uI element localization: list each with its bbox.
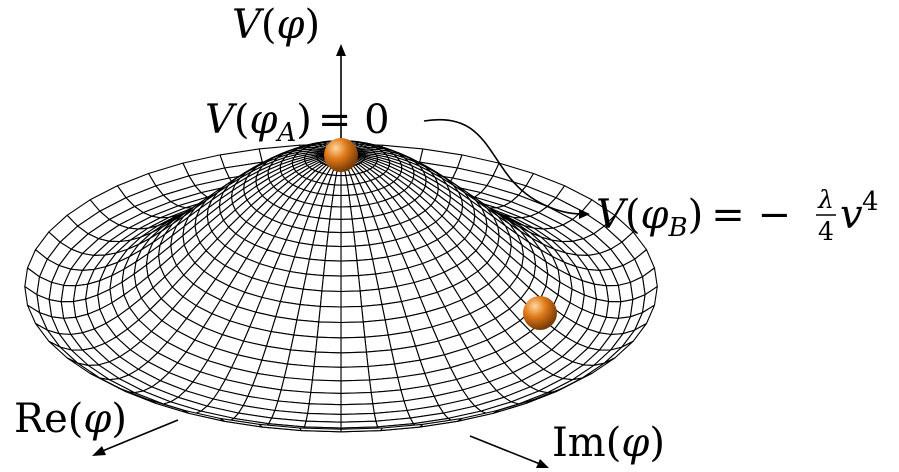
connector-arrowhead — [579, 209, 590, 219]
mesh-cell — [311, 365, 342, 382]
mesh-cell — [313, 351, 342, 368]
mesh-cell — [340, 336, 367, 354]
fraction-numerator: λ — [817, 185, 834, 214]
mesh-cell — [340, 379, 372, 394]
ball-top — [324, 138, 358, 172]
mesh-cell — [332, 184, 342, 197]
potential-surface-mesh — [24, 140, 658, 433]
v-axis-label: V(φ) — [232, 2, 320, 48]
mesh-cell — [340, 391, 374, 406]
mesh-cell — [299, 427, 342, 433]
mesh-cell — [340, 427, 383, 433]
mesh-cell — [315, 336, 342, 354]
vacuum-a-label: V(φA)= 0 — [205, 97, 390, 148]
mesh-cell — [351, 217, 367, 233]
mesh-cell — [340, 305, 364, 324]
im-axis-label: Im(φ) — [552, 420, 665, 466]
mesh-cell — [340, 321, 366, 339]
mesh-cell — [324, 245, 342, 262]
mesh-cell — [356, 258, 377, 277]
mesh-cell — [357, 273, 380, 292]
mesh-cell — [340, 218, 355, 234]
mesh-cell — [353, 230, 370, 247]
mesh-cell — [340, 403, 375, 415]
mesh-cell — [340, 184, 350, 197]
mesh-cell — [340, 231, 356, 248]
mesh-cell — [316, 321, 342, 339]
mesh-cell — [340, 290, 363, 308]
mesh-cell — [308, 391, 342, 406]
mesh-cell — [329, 206, 342, 220]
fraction-denominator: 4 — [818, 217, 834, 246]
mesh-cell — [299, 288, 323, 307]
mesh-cell — [312, 230, 329, 247]
mesh-cell — [340, 351, 369, 368]
mesh-cell — [326, 231, 342, 248]
mesh-cell — [361, 304, 386, 323]
mesh-cell — [318, 305, 342, 324]
vev-variable: v — [840, 192, 863, 238]
mesh-cell — [354, 244, 374, 262]
mesh-cell — [340, 260, 360, 277]
mesh-cell — [340, 206, 353, 220]
mesh-cell — [340, 194, 352, 208]
mesh-cell — [340, 275, 361, 293]
vev-exponent: 4 — [862, 187, 879, 217]
mesh-cell — [296, 304, 321, 323]
vacuum-b-label: V(φB)= − λ 4 v 4 — [596, 185, 879, 246]
mesh-cell — [330, 194, 342, 208]
mesh-cell — [319, 290, 342, 308]
mesh-cell — [321, 275, 342, 293]
mesh-cell — [334, 174, 342, 186]
axes — [92, 44, 549, 468]
mesh-cell — [290, 334, 318, 353]
mesh-cell — [315, 217, 331, 233]
mesh-cell — [364, 334, 392, 353]
ball-trough — [523, 296, 557, 330]
mesh-cell — [310, 379, 342, 394]
re-axis-label: Re(φ) — [14, 396, 127, 442]
mesh-cell — [359, 288, 383, 307]
mesh-cell — [302, 273, 325, 292]
re-axis-line — [99, 419, 179, 453]
im-axis-line — [469, 435, 541, 465]
mesh-cell — [293, 319, 320, 338]
mesh-cell — [305, 258, 326, 277]
connector-arrow — [423, 118, 583, 215]
re-axis-arrowhead — [92, 446, 106, 456]
mesh-cell — [340, 174, 348, 186]
v-axis-arrowhead — [336, 44, 346, 56]
mesh-cell — [340, 365, 371, 382]
mesh-cell — [340, 245, 358, 262]
mesh-cell — [308, 244, 328, 262]
mesh-cell — [362, 319, 389, 338]
svg-text:V(φB)= −: V(φB)= − — [596, 192, 791, 243]
im-axis-arrowhead — [536, 459, 549, 468]
mesh-cell — [322, 260, 342, 277]
mesh-cell — [307, 403, 342, 415]
mesh-cell — [327, 218, 342, 234]
